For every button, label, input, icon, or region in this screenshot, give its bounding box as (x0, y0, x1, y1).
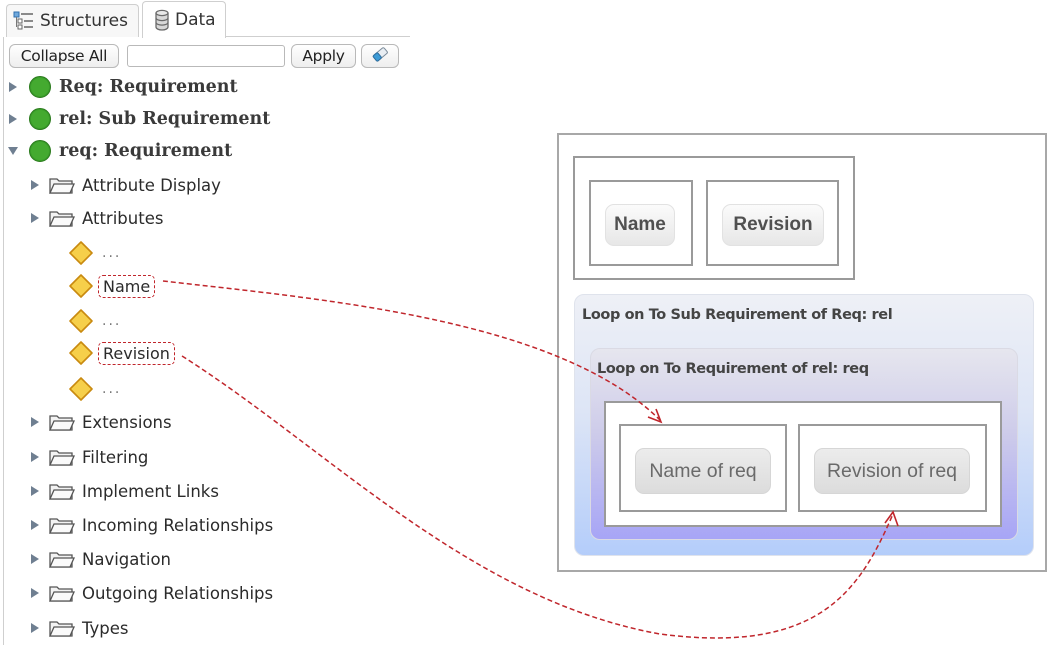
tree-folder[interactable]: Attributes (28, 203, 163, 233)
tree-node-label: rel: Sub Requirement (59, 109, 271, 129)
field-cell: Revision (706, 180, 839, 266)
collapse-all-button[interactable]: Collapse All (9, 44, 119, 68)
tab-baseline (225, 36, 410, 37)
tab-data[interactable]: Data (142, 1, 226, 38)
tree-folder-label: Implement Links (82, 481, 219, 501)
expand-arrow-icon[interactable] (28, 519, 42, 531)
folder-icon (48, 447, 76, 467)
expand-arrow-icon[interactable] (28, 622, 42, 634)
expand-arrow-icon[interactable] (28, 553, 42, 565)
tree-attribute-label: ... (102, 245, 122, 261)
filter-input[interactable] (127, 45, 285, 67)
tree-node-root[interactable]: rel: Sub Requirement (6, 104, 270, 134)
tree-folder-label: Attribute Display (82, 175, 221, 195)
apply-button[interactable]: Apply (291, 44, 356, 68)
field-name-of-req[interactable]: Name of req (635, 448, 771, 494)
tree-folder[interactable]: Incoming Relationships (28, 510, 273, 540)
inner-loop-block: Loop on To Requirement of rel: req Name … (590, 348, 1018, 540)
collapse-arrow-icon[interactable] (6, 146, 20, 156)
folder-icon (48, 515, 76, 535)
tree-folder-label: Incoming Relationships (82, 515, 274, 535)
clear-filter-button[interactable] (361, 44, 399, 68)
field-revision[interactable]: Revision (722, 204, 824, 246)
outer-loop-title: Loop on To Sub Requirement of Req: rel (582, 307, 893, 323)
tree-folder[interactable]: Implement Links (28, 476, 219, 506)
tree-folder-label: Types (82, 618, 129, 638)
folder-icon (48, 618, 76, 638)
tree-folder-label: Attributes (82, 208, 164, 228)
expand-arrow-icon[interactable] (28, 451, 42, 463)
expand-arrow-icon[interactable] (28, 212, 42, 224)
green-circle-icon (28, 139, 52, 163)
attribute-diamond-icon (68, 340, 94, 366)
expand-arrow-icon[interactable] (28, 587, 42, 599)
tree-attribute-label: Name (98, 274, 156, 298)
layout-canvas: Name Revision Loop on To Sub Requirement… (557, 133, 1047, 572)
folder-icon (48, 175, 76, 195)
tree-attribute-label: Revision (98, 341, 175, 365)
expand-arrow-icon[interactable] (28, 416, 42, 428)
loop-row-group: Name of req Revision of req (604, 401, 1002, 527)
tree-node-root-expanded[interactable]: req: Requirement (6, 136, 232, 166)
database-icon (154, 9, 170, 31)
panel-border (3, 37, 4, 645)
inner-loop-title: Loop on To Requirement of rel: req (597, 361, 869, 377)
tab-bar: Structures Data (3, 0, 410, 38)
green-circle-icon (28, 75, 52, 99)
expand-arrow-icon[interactable] (6, 81, 20, 93)
tree-folder[interactable]: Types (28, 613, 129, 643)
field-cell: Name of req (619, 424, 787, 512)
tree-node-label: req: Requirement (59, 141, 233, 161)
tree-attribute-revision[interactable]: Revision (68, 338, 175, 368)
field-name[interactable]: Name (605, 204, 675, 246)
tree-folder-label: Filtering (82, 447, 149, 467)
tree-attribute-label: ... (102, 381, 122, 397)
expand-arrow-icon[interactable] (28, 179, 42, 191)
eraser-icon (371, 46, 389, 66)
tab-label: Data (175, 10, 216, 30)
attribute-diamond-icon (68, 273, 94, 299)
tab-structures[interactable]: Structures (6, 4, 139, 37)
tree-attribute[interactable]: ... (68, 238, 121, 268)
tree-folder[interactable]: Outgoing Relationships (28, 578, 273, 608)
tree-structure-icon (13, 11, 35, 31)
tree-folder[interactable]: Filtering (28, 442, 148, 472)
outer-loop-block: Loop on To Sub Requirement of Req: rel L… (574, 294, 1034, 556)
tree-folder[interactable]: Extensions (28, 407, 172, 437)
tab-label: Structures (40, 11, 128, 31)
tree-attribute-label: ... (102, 313, 122, 329)
data-panel: Structures Data Collapse All Apply (0, 0, 410, 645)
tree-attribute[interactable]: ... (68, 306, 121, 336)
expand-arrow-icon[interactable] (6, 113, 20, 125)
folder-icon (48, 549, 76, 569)
folder-icon (48, 208, 76, 228)
field-revision-of-req[interactable]: Revision of req (814, 448, 970, 494)
attribute-diamond-icon (68, 308, 94, 334)
attribute-diamond-icon (68, 240, 94, 266)
tree-attribute-name[interactable]: Name (68, 271, 156, 301)
expand-arrow-icon[interactable] (28, 485, 42, 497)
tree-attribute[interactable]: ... (68, 374, 121, 404)
tree-node-root[interactable]: Req: Requirement (6, 72, 238, 102)
header-group: Name Revision (573, 156, 855, 280)
folder-icon (48, 481, 76, 501)
green-circle-icon (28, 107, 52, 131)
field-cell: Revision of req (798, 424, 987, 512)
field-cell: Name (589, 180, 693, 266)
tree-folder[interactable]: Attribute Display (28, 170, 221, 200)
tree-node-label: Req: Requirement (59, 77, 238, 97)
tree-folder-label: Outgoing Relationships (82, 583, 274, 603)
tree-folder-label: Navigation (82, 549, 171, 569)
attribute-diamond-icon (68, 376, 94, 402)
tree-folder[interactable]: Navigation (28, 544, 171, 574)
folder-icon (48, 412, 76, 432)
tree-folder-label: Extensions (82, 412, 172, 432)
folder-icon (48, 583, 76, 603)
